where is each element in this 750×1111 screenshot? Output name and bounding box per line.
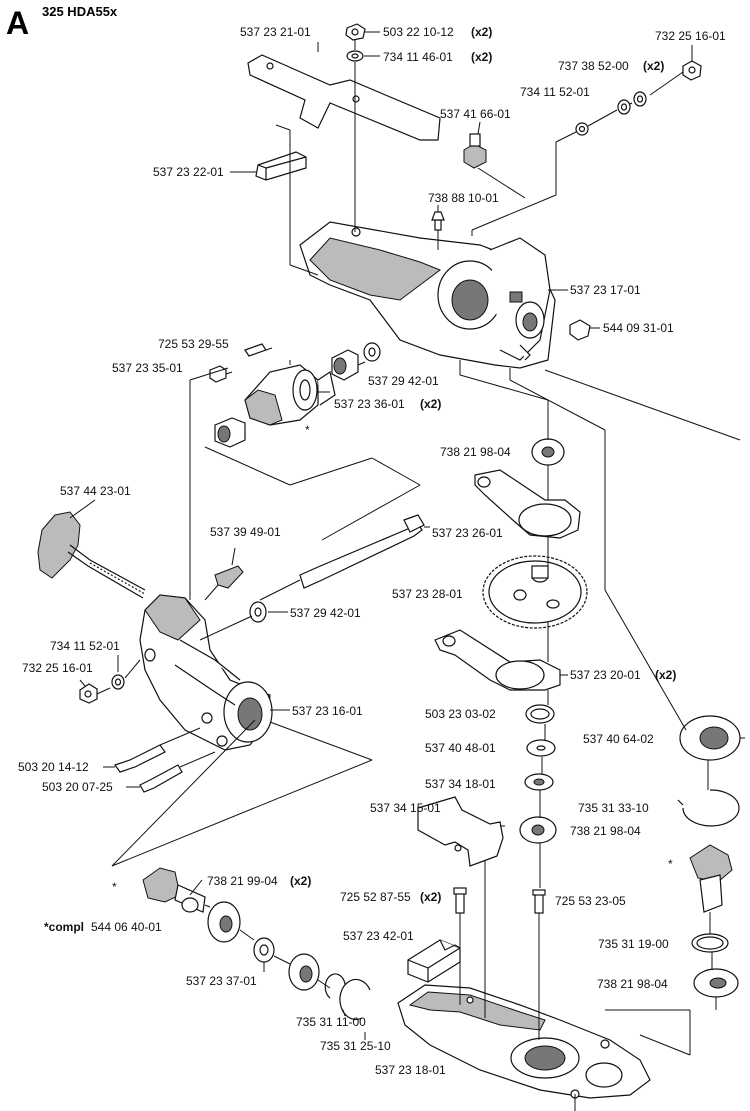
washer-mid: [249, 601, 267, 623]
screws-housing: [114, 744, 183, 793]
bottom-cover: [397, 984, 651, 1099]
drive-shaft: [299, 514, 425, 589]
label-738881001: 738 88 10-01: [428, 191, 499, 205]
label-537341501: 537 34 15-01: [370, 801, 441, 815]
plate-lower: [434, 629, 561, 691]
model-title: 325 HDA55x: [42, 4, 118, 19]
bracket-part: [247, 54, 441, 141]
nut-washer-top: [345, 23, 366, 62]
label-725528755-qty: (x2): [420, 890, 441, 904]
label-734114601: 734 11 46-01: [383, 50, 453, 64]
adjustment-knob: [37, 511, 146, 599]
gear-housing: [299, 221, 556, 369]
label-537442301: 537 44 23-01: [60, 484, 131, 498]
label-503230302: 503 23 03-02: [425, 707, 496, 721]
label-734115201-top: 734 11 52-01: [520, 85, 590, 99]
bushing-lower: [214, 417, 246, 448]
label-537233501: 537 23 35-01: [112, 361, 183, 375]
clip-pin: [214, 565, 244, 589]
main-gear: [482, 555, 588, 629]
label-732251601-top: 732 25 16-01: [655, 29, 726, 43]
label-537233701: 537 23 37-01: [186, 974, 257, 988]
label-544093101: 544 09 31-01: [603, 321, 674, 335]
label-537232101: 537 23 21-01: [240, 25, 311, 39]
angle-housing: [139, 594, 273, 751]
label-537231601: 537 23 16-01: [292, 704, 363, 718]
label-738219804-c: 738 21 98-04: [597, 977, 668, 991]
label-738219904-qty: (x2): [290, 874, 311, 888]
label-537234201: 537 23 42-01: [343, 929, 414, 943]
label-star-bevel: *: [305, 423, 310, 437]
label-738219804-a: 738 21 98-04: [440, 445, 511, 459]
bearing-shaft-2: [288, 953, 320, 991]
lower-bracket: [417, 796, 504, 867]
label-537394901: 537 39 49-01: [210, 525, 281, 539]
bearing-bottom-right: [693, 968, 739, 998]
label-compl-num: 544 06 40-01: [91, 920, 162, 934]
stack-rings: [519, 704, 557, 844]
block-part: [255, 151, 307, 181]
rubber-block: [407, 939, 461, 983]
label-725528755: 725 52 87-55: [340, 890, 411, 904]
screw-bracket: [453, 887, 467, 914]
label-537294201-a: 537 29 42-01: [368, 374, 439, 388]
label-537232001: 537 23 20-01: [570, 668, 641, 682]
label-735311100: 735 31 11-00: [296, 1015, 366, 1029]
cap-part: [569, 319, 591, 341]
label-537416601: 537 41 66-01: [440, 107, 511, 121]
label-537294201-b: 537 29 42-01: [290, 606, 361, 620]
bushing-upper: [331, 342, 381, 381]
label-537232001-qty: (x2): [655, 668, 676, 682]
bevel-gear-upper: [244, 364, 336, 426]
label-734114601-qty: (x2): [471, 50, 492, 64]
plate-upper: [474, 469, 581, 539]
label-star-right: *: [668, 857, 673, 871]
bearing-top: [531, 438, 565, 466]
label-star-left: *: [112, 880, 117, 894]
label-735312510: 735 31 25-10: [320, 1039, 391, 1053]
circlip-small-right: [691, 933, 729, 953]
label-537231701: 537 23 17-01: [570, 283, 641, 297]
label-503200725: 503 20 07-25: [42, 780, 113, 794]
screw-sleeve: [209, 343, 267, 383]
leader-lines: [69, 31, 745, 1111]
bearing-shaft-1: [207, 901, 241, 943]
label-537404801: 537 40 48-01: [425, 741, 496, 755]
label-735313310: 735 31 33-10: [578, 801, 649, 815]
plug-bolt: [463, 133, 487, 169]
label-503221012: 503 22 10-12: [383, 25, 454, 39]
spacer-ring: [253, 937, 275, 963]
small-screw: [431, 211, 445, 231]
label-537232801: 537 23 28-01: [392, 587, 463, 601]
label-537341801: 537 34 18-01: [425, 777, 496, 791]
screw-vertical: [532, 889, 546, 914]
circlip-right: [677, 789, 740, 827]
label-compl-prefix: *compl: [44, 920, 84, 934]
label-738219904: 738 21 99-04: [207, 874, 278, 888]
bevel-pinion-shaft: [142, 867, 206, 913]
label-537406402: 537 40 64-02: [583, 732, 654, 746]
label-537233601: 537 23 36-01: [334, 397, 405, 411]
label-735311900: 735 31 19-00: [598, 937, 669, 951]
label-503221012-qty: (x2): [471, 25, 492, 39]
label-737385200-qty: (x2): [643, 59, 664, 73]
label-737385200: 737 38 52-00: [558, 59, 629, 73]
circlips-shaft: [324, 973, 371, 1021]
label-738219804-b: 738 21 98-04: [570, 824, 641, 838]
bearing-large-right: [679, 715, 741, 761]
section-letter: A: [6, 5, 29, 41]
label-537232601: 537 23 26-01: [432, 526, 503, 540]
label-537233601-qty: (x2): [420, 397, 441, 411]
label-503201412: 503 20 14-12: [18, 760, 89, 774]
pinion-gear: [689, 844, 733, 913]
nut-washer-mid: [79, 674, 125, 704]
label-734115201-mid: 734 11 52-01: [50, 639, 120, 653]
part-labels: 537 23 21-01 503 22 10-12 (x2) 734 11 46…: [18, 25, 726, 1077]
label-725532955: 725 53 29-55: [158, 337, 229, 351]
label-725532305: 725 53 23-05: [555, 894, 626, 908]
label-537232201: 537 23 22-01: [153, 165, 224, 179]
label-732251601-mid: 732 25 16-01: [22, 661, 93, 675]
label-537231801: 537 23 18-01: [375, 1063, 446, 1077]
